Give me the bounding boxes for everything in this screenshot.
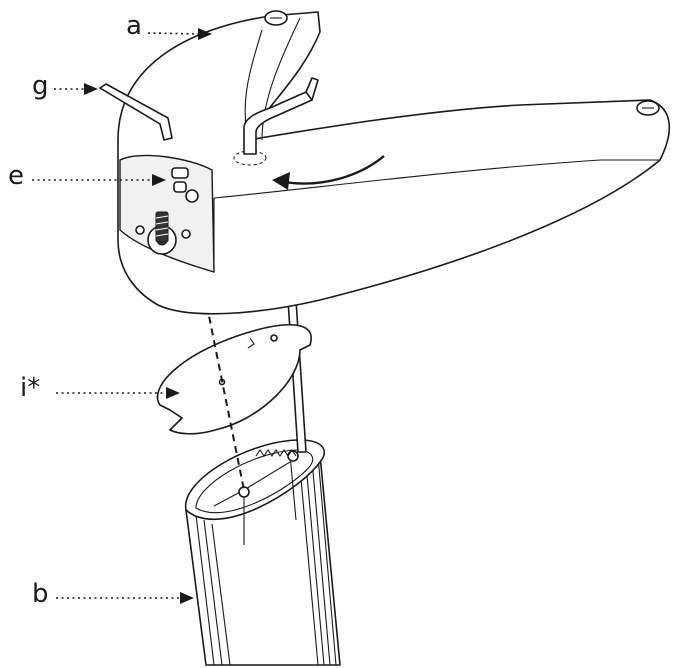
callout-a: a (126, 11, 212, 41)
callout-label-e: e (8, 161, 24, 191)
head-base (117, 10, 671, 315)
hex-key (99, 83, 173, 141)
extrusion-profile (185, 439, 341, 666)
alignment-line (175, 151, 245, 491)
callout-label-b: b (32, 579, 49, 609)
callout-label-i: i* (20, 373, 40, 403)
callout-i: i* (20, 373, 180, 403)
callout-label-g: g (32, 71, 49, 101)
callout-e: e (8, 161, 166, 191)
callout-b: b (32, 579, 194, 609)
gasket (156, 323, 312, 435)
callout-label-a: a (126, 11, 142, 41)
callout-g: g (32, 71, 98, 101)
